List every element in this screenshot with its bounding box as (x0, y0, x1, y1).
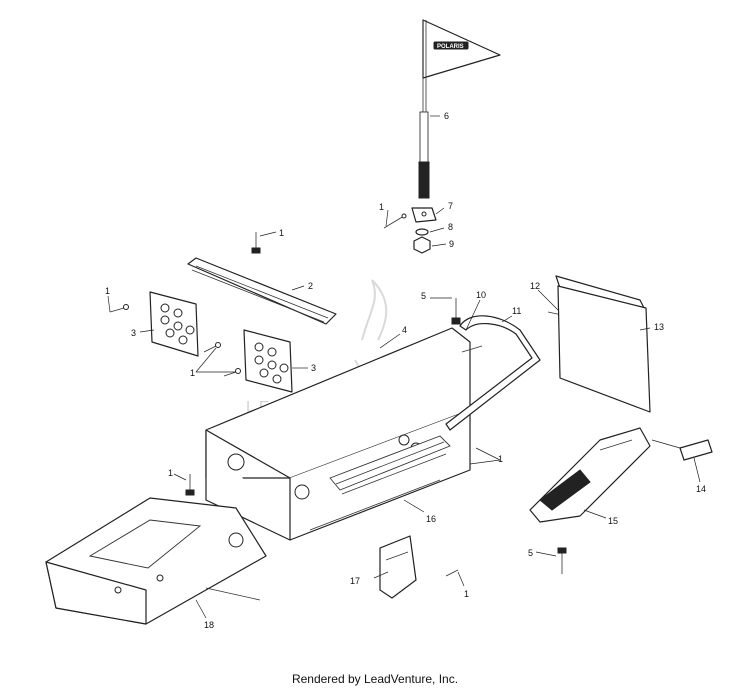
callout-c1c: 1 (190, 368, 195, 378)
callout-c17: 17 (350, 576, 360, 586)
callout-c14: 14 (696, 484, 706, 494)
part-17-cover[interactable] (379, 535, 417, 599)
callout-c3b: 3 (311, 363, 316, 373)
callout-c4: 4 (402, 325, 407, 335)
bolt-left-plate[interactable] (109, 304, 129, 313)
callout-c15: 15 (608, 516, 618, 526)
callout-c11: 11 (512, 306, 521, 316)
part-15-rear-bumper[interactable] (529, 427, 651, 523)
callout-c8: 8 (448, 222, 453, 232)
flag-logo-plate (433, 41, 469, 50)
callout-c5a: 5 (421, 291, 426, 301)
callout-c2: 2 (308, 281, 313, 291)
part-6-flag-whip[interactable]: POLARIS (418, 19, 501, 199)
part-3-plate-right[interactable] (243, 329, 293, 393)
part-3-plate-left[interactable] (149, 291, 199, 357)
callout-c1b: 1 (105, 286, 110, 296)
callout-c1a: 1 (279, 228, 284, 238)
bolt-near-5-top[interactable] (451, 298, 461, 325)
part-7-flag-mount[interactable] (411, 207, 437, 223)
callout-c3a: 3 (131, 328, 136, 338)
part-11-grab-handle[interactable] (445, 315, 541, 431)
part-2-rail[interactable] (187, 257, 337, 325)
flag-logo-text: POLARIS (437, 44, 464, 50)
leader-lines (107, 115, 701, 619)
bolt-right-17[interactable] (445, 569, 459, 577)
part-4-tunnel[interactable] (205, 327, 471, 541)
callout-c7: 7 (448, 201, 453, 211)
part-14-reflector[interactable] (679, 439, 713, 461)
callout-labels: 1 1 1 1 1 1 1 2 3 3 4 5 5 6 7 8 9 10 11 … (105, 111, 706, 630)
part-9-nut[interactable] (413, 236, 431, 254)
callout-c10: 10 (476, 290, 486, 300)
callout-c1d: 1 (379, 202, 384, 212)
bolt-below-15[interactable] (557, 547, 567, 574)
bolt-near-7[interactable] (383, 213, 407, 229)
callout-c13: 13 (654, 322, 664, 332)
callout-c9: 9 (449, 239, 454, 249)
callout-c18: 18 (204, 620, 214, 630)
callout-c16: 16 (426, 514, 436, 524)
callout-c6: 6 (444, 111, 449, 121)
part-8-washer[interactable] (415, 228, 429, 236)
callout-c12: 12 (530, 281, 540, 291)
bolt-above-18[interactable] (185, 474, 195, 496)
bolt-above-2[interactable] (251, 232, 261, 254)
part-10-handle-bolt[interactable] (461, 345, 483, 353)
bolts-right-plate[interactable] (203, 342, 241, 377)
callout-c5b: 5 (528, 548, 533, 558)
part-18-chassis[interactable] (45, 497, 267, 625)
footer-credit: Rendered by LeadVenture, Inc. (291, 672, 459, 686)
callout-c1f: 1 (168, 468, 173, 478)
callout-c1g: 1 (464, 589, 469, 599)
part-13-snowflap[interactable] (557, 285, 651, 413)
callout-c1e: 1 (498, 454, 503, 464)
part-16-footrest[interactable] (329, 435, 451, 495)
